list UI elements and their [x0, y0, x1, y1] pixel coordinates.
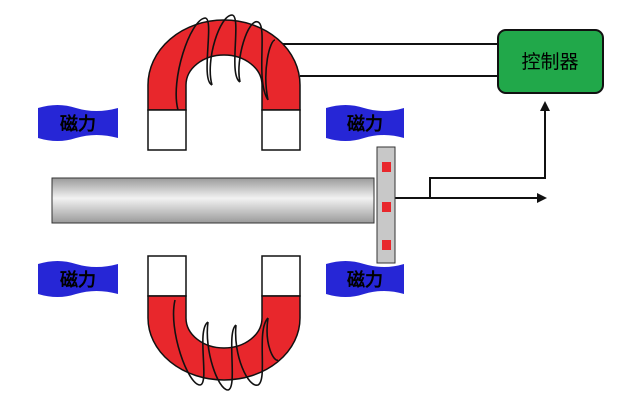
bottom-coil-winding	[172, 299, 279, 391]
top-coil-winding	[175, 14, 276, 111]
sensor-marker-top	[382, 162, 391, 172]
top-electromagnet	[147, 14, 301, 151]
force-label-text: 磁力	[60, 269, 96, 291]
force-label-text: 磁力	[347, 269, 383, 291]
sensor-feedback-wire-to-controller	[395, 101, 550, 199]
force-label-text: 磁力	[347, 113, 383, 135]
bottom-magnet-right-pole	[261, 255, 301, 297]
top-magnet-right-pole	[261, 109, 301, 151]
position-sensor	[376, 146, 396, 264]
bottom-electromagnet	[147, 255, 301, 391]
controller-label: 控制器	[521, 51, 578, 73]
force-label-bottom-right: 磁力	[326, 261, 404, 297]
sensor-marker-middle	[382, 202, 391, 212]
controller-wires	[262, 43, 550, 203]
force-label-bottom-left: 磁力	[38, 261, 118, 297]
controller-box[interactable]: 控制器	[497, 29, 604, 94]
top-magnet-body	[147, 19, 301, 111]
rotor-shaft	[51, 177, 375, 224]
sensor-marker-bottom	[382, 240, 391, 250]
bottom-magnet-left-pole	[147, 255, 187, 297]
force-label-text: 磁力	[60, 113, 96, 135]
bottom-magnet-body	[147, 295, 301, 381]
top-magnet-left-pole	[147, 109, 187, 151]
force-label-top-left: 磁力	[38, 105, 118, 141]
force-label-top-right: 磁力	[326, 105, 404, 141]
